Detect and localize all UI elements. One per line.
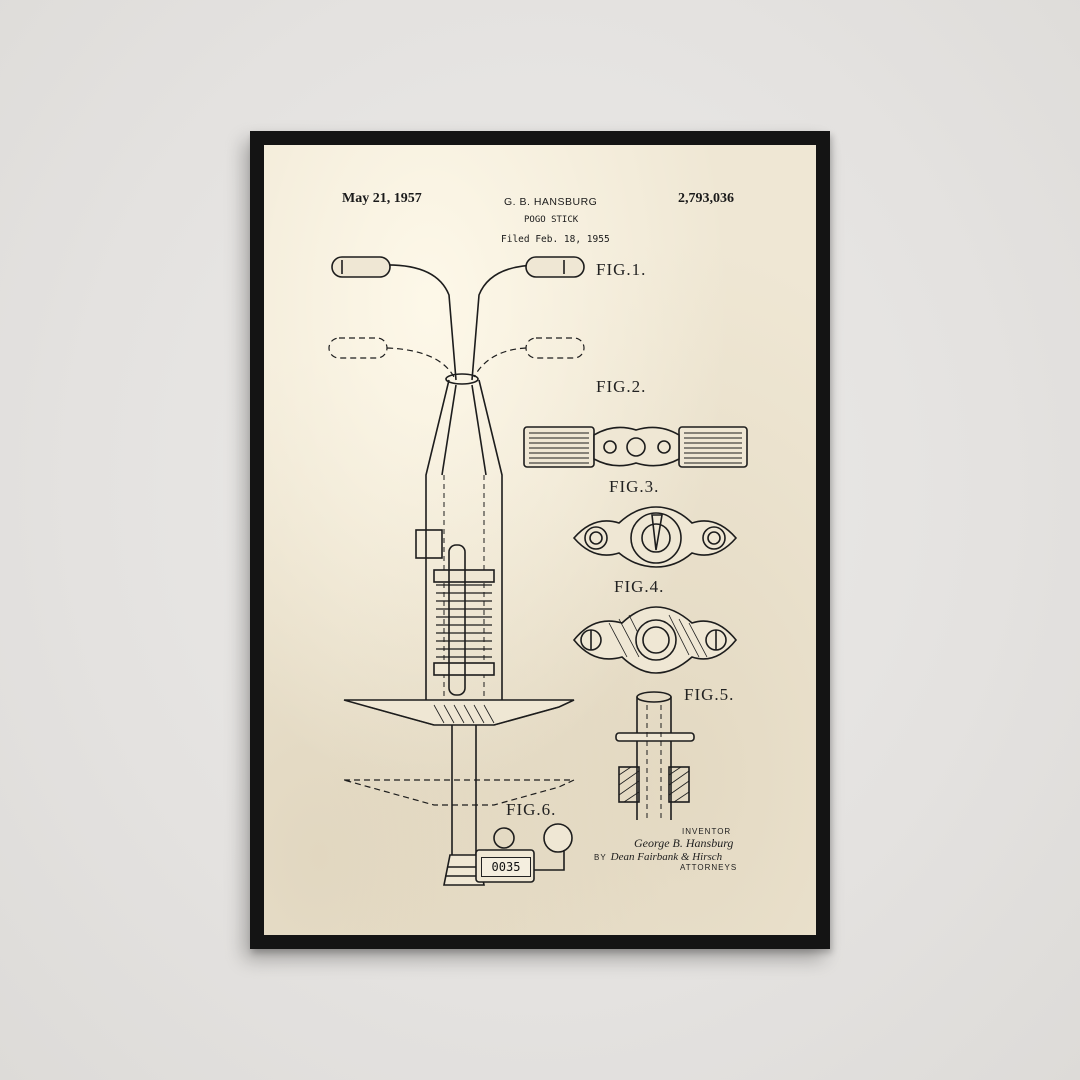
- inventor-signature: George B. Hansburg: [634, 836, 734, 850]
- rubber-tip: [443, 854, 485, 886]
- patent-inventor-header: G. B. HANSBURG: [504, 196, 598, 208]
- patent-print: May 21, 1957 G. B. HANSBURG POGO STICK F…: [264, 145, 816, 935]
- figure-label-2: FIG.2.: [596, 377, 647, 396]
- figure-label-6: FIG.6.: [506, 800, 557, 819]
- patent-number: 2,793,036: [678, 191, 734, 206]
- patent-filed-date: Filed Feb. 18, 1955: [501, 234, 610, 245]
- left-handlebar: [358, 264, 457, 381]
- spring: [436, 584, 492, 658]
- figure-label-3: FIG.3.: [609, 477, 660, 496]
- counter-display: 0035: [481, 857, 531, 877]
- inventor-label: INVENTOR: [682, 827, 732, 836]
- spring-collar: [433, 569, 495, 583]
- patent-drawing: [328, 256, 748, 886]
- attorneys-signature: Dean Fairbank & Hirsch: [610, 851, 723, 863]
- handle-clamp: [445, 373, 479, 385]
- signature-block: INVENTOR George B. Hansburg BY Dean Fair…: [594, 827, 814, 872]
- attorneys-label: ATTORNEYS: [680, 863, 738, 872]
- patent-date: May 21, 1957: [342, 191, 422, 206]
- figure-label-5: FIG.5.: [684, 685, 735, 704]
- left-grip: [331, 256, 391, 278]
- figure-label-1: FIG.1.: [596, 260, 647, 279]
- right-grip: [525, 256, 585, 278]
- patent-title: POGO STICK: [524, 215, 579, 225]
- counter-mount: [415, 529, 443, 559]
- right-handlebar: [471, 264, 570, 381]
- by-label: BY: [594, 853, 607, 862]
- figure-label-4: FIG.4.: [614, 577, 665, 596]
